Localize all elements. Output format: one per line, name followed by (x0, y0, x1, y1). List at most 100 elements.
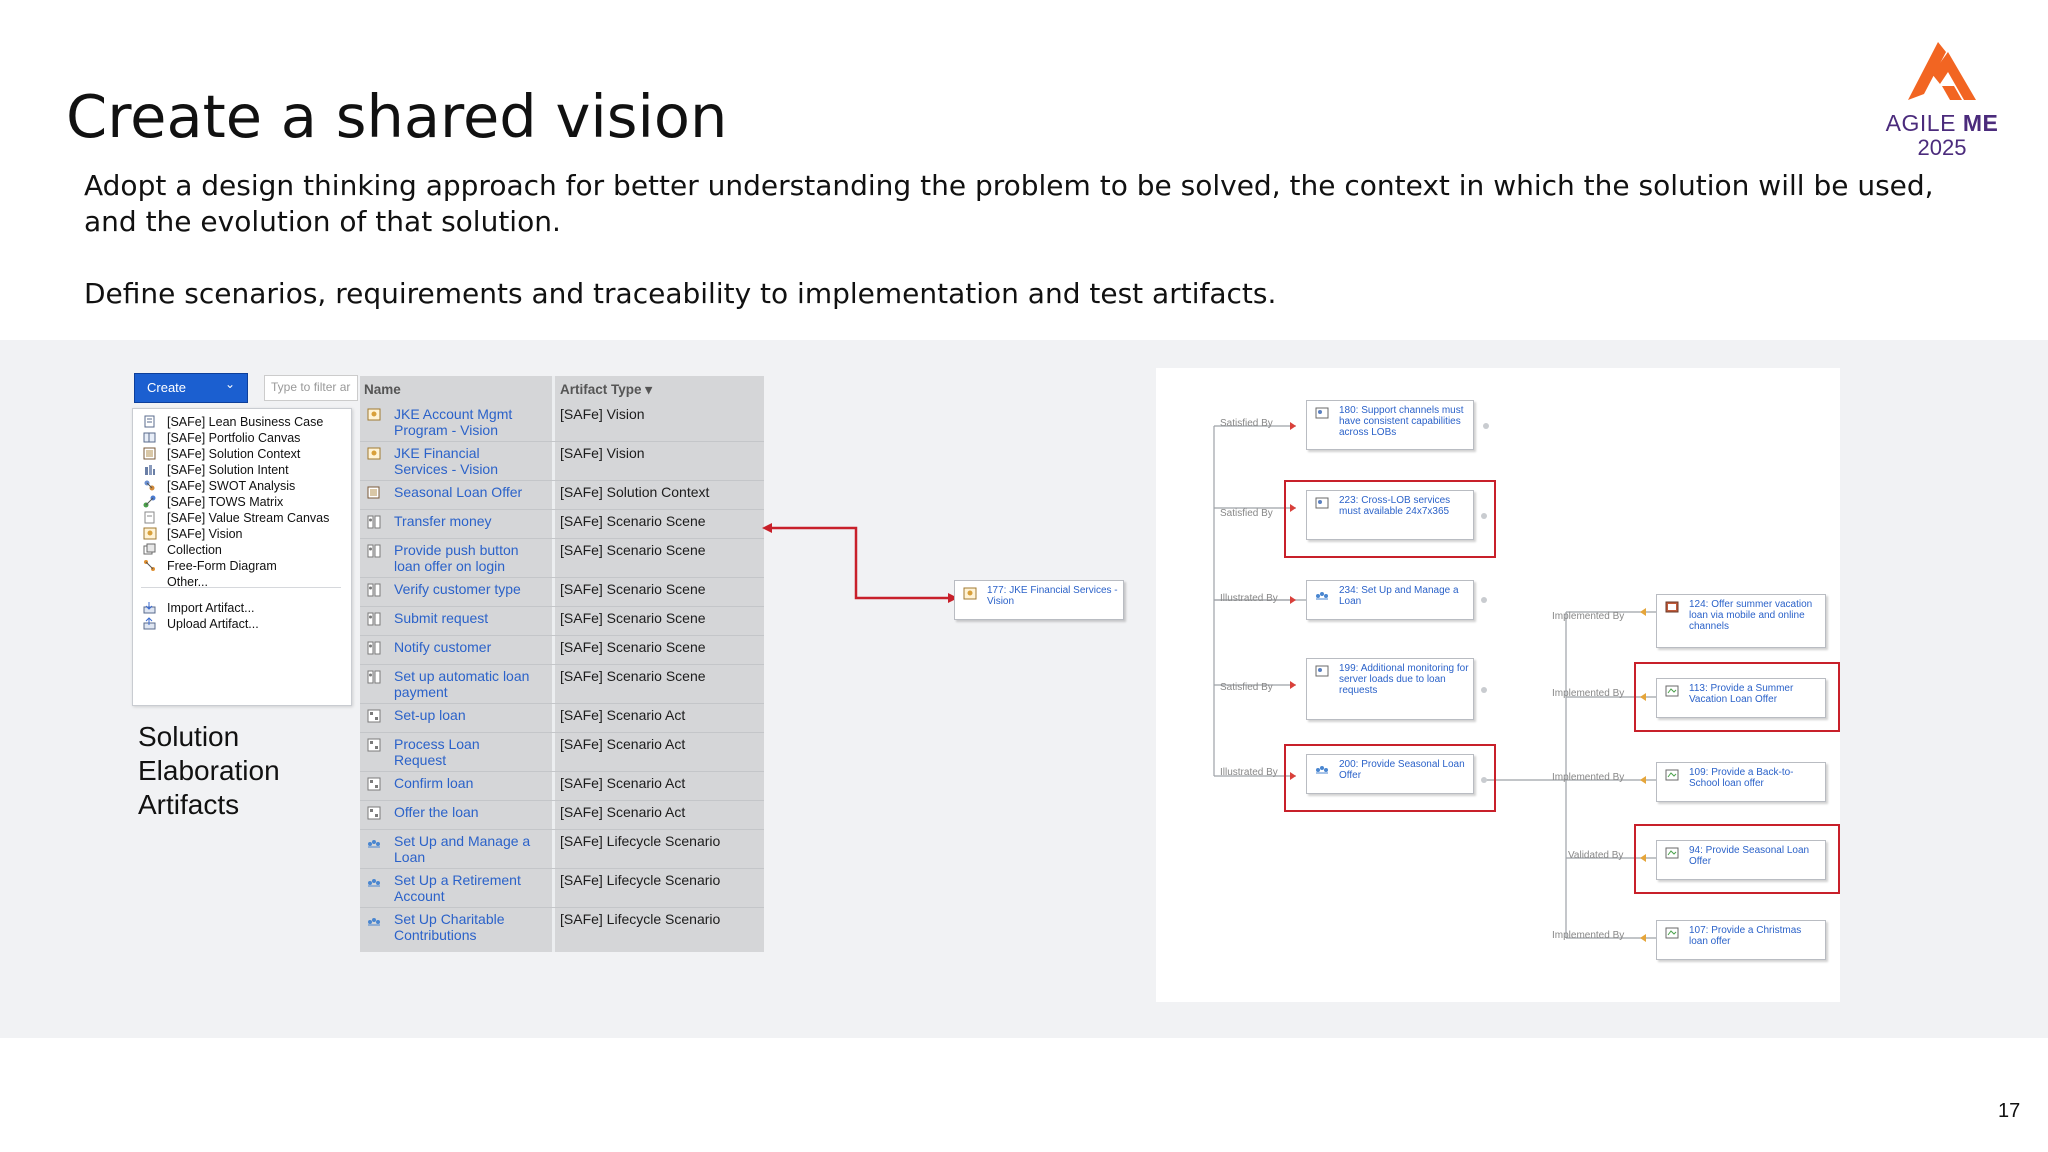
row-divider (360, 907, 764, 908)
agile-me-mark-icon (1908, 42, 1976, 100)
artifact-name-link[interactable]: Seasonal Loan Offer (360, 484, 550, 500)
relationship-label: Implemented By (1552, 772, 1625, 783)
menu-item-safe-portfolio-canvas[interactable]: [SAFe] Portfolio Canvas (133, 428, 351, 448)
menu-item-safe-tows-matrix[interactable]: [SAFe] TOWS Matrix (133, 492, 351, 512)
vision-icon (143, 527, 157, 540)
lifecycle-icon (367, 873, 382, 887)
scene-icon (367, 669, 382, 684)
menu-item-upload-artifact[interactable]: Upload Artifact... (133, 614, 351, 634)
value-stream-icon (143, 511, 156, 524)
relationship-label: Validated By (1568, 850, 1624, 861)
act-icon (367, 805, 382, 820)
artifact-name-line: Set Up Charitable (394, 911, 505, 927)
create-dropdown-menu: [SAFe] Lean Business Case[SAFe] Portfoli… (132, 408, 352, 706)
diagram-node-level2[interactable]: 94: Provide Seasonal Loan Offer (1656, 840, 1826, 880)
node-text: 94: Provide Seasonal Loan Offer (1689, 845, 1810, 867)
scene-icon (367, 582, 382, 597)
artifact-name-line: Services - Vision (394, 461, 499, 477)
diagram-node-level1[interactable]: 199: Additional monitoring for server lo… (1306, 658, 1474, 720)
requirement-icon (1315, 407, 1329, 419)
label-line-2: Elaboration (138, 755, 280, 786)
menu-item-label: [SAFe] Solution Context (167, 447, 301, 461)
artifact-name-line: Request (394, 752, 447, 768)
vision-icon (963, 587, 977, 600)
menu-item-label: Collection (167, 543, 222, 557)
diagram-node-root[interactable]: 177: JKE Financial Services - Vision (954, 580, 1124, 620)
create-button-label: Create (147, 380, 187, 395)
artifact-name-link[interactable]: Offer the loan (360, 804, 550, 820)
node-text: 124: Offer summer vacation loan via mobi… (1689, 599, 1813, 632)
row-divider (360, 664, 764, 665)
node-text: 180: Support channels must have consiste… (1339, 405, 1464, 438)
node-text: 177: JKE Financial Services - Vision (987, 585, 1118, 607)
story-icon (1665, 769, 1679, 781)
artifact-name-link[interactable]: Notify customer (360, 639, 550, 655)
menu-item-collection[interactable]: Collection (133, 540, 351, 560)
agile-me-logo: AGILE ME 2025 (1880, 34, 2004, 170)
menu-item-import-artifact[interactable]: Import Artifact... (133, 598, 351, 618)
artifact-type-cell: [SAFe] Scenario Scene (560, 639, 706, 655)
diagram-node-level1[interactable]: 180: Support channels must have consiste… (1306, 400, 1474, 450)
menu-item-safe-solution-context[interactable]: [SAFe] Solution Context (133, 444, 351, 464)
menu-item-label: [SAFe] SWOT Analysis (167, 479, 296, 493)
column-header-artifact-type[interactable]: Artifact Type ▾ (560, 382, 653, 397)
node-text: 113: Provide a Summer Vacation Loan Offe… (1689, 683, 1794, 705)
act-icon (367, 708, 382, 723)
artifact-name-link[interactable]: Set-up loan (360, 707, 550, 723)
act-icon (367, 737, 382, 752)
menu-item-label: [SAFe] Value Stream Canvas (167, 511, 330, 525)
menu-item-label: [SAFe] TOWS Matrix (167, 495, 284, 509)
artifact-type-cell: [SAFe] Scenario Scene (560, 581, 706, 597)
menu-item-safe-solution-intent[interactable]: [SAFe] Solution Intent (133, 460, 351, 480)
artifact-type-cell: [SAFe] Solution Context (560, 484, 710, 500)
artifact-name-line: Process Loan (394, 736, 480, 752)
intro-text: Adopt a design thinking approach for bet… (84, 168, 1984, 348)
canvas-icon (143, 431, 156, 444)
artifact-name-link[interactable]: Verify customer type (360, 581, 550, 597)
row-divider (360, 509, 764, 510)
diagram-node-level2[interactable]: 113: Provide a Summer Vacation Loan Offe… (1656, 678, 1826, 718)
menu-item-safe-value-stream-canvas[interactable]: [SAFe] Value Stream Canvas (133, 508, 351, 528)
label-line-1: Solution (138, 721, 240, 752)
artifact-name-line: Set up automatic loan (394, 668, 530, 684)
diagram-node-level1[interactable]: 200: Provide Seasonal Loan Offer (1306, 754, 1474, 794)
artifact-type-cell: [SAFe] Scenario Act (560, 707, 686, 723)
row-divider (360, 606, 764, 607)
menu-item-safe-lean-business-case[interactable]: [SAFe] Lean Business Case (133, 412, 351, 432)
artifact-type-cell: [SAFe] Vision (560, 406, 645, 422)
diagram-node-level1[interactable]: 234: Set Up and Manage a Loan (1306, 580, 1474, 620)
menu-item-free-form-diagram[interactable]: Free-Form Diagram (133, 556, 351, 576)
artifact-name-line: Set-up loan (394, 707, 466, 723)
artifact-name-link[interactable]: Confirm loan (360, 775, 550, 791)
artifact-name-line: Program - Vision (394, 422, 499, 438)
artifact-name-link[interactable]: Submit request (360, 610, 550, 626)
diagram-node-level1[interactable]: 223: Cross-LOB services must available 2… (1306, 490, 1474, 540)
artifact-type-cell: [SAFe] Scenario Act (560, 775, 686, 791)
filter-input[interactable]: Type to filter ar (264, 375, 358, 401)
diagram-node-level2[interactable]: 109: Provide a Back-to-School loan offer (1656, 762, 1826, 802)
scene-icon (367, 611, 382, 626)
column-header-name[interactable]: Name (364, 382, 401, 397)
artifact-name-line: JKE Account Mgmt (394, 406, 513, 422)
create-button[interactable]: Create ⌄ (134, 373, 248, 403)
menu-item-safe-vision[interactable]: [SAFe] Vision (133, 524, 351, 544)
tows-icon (143, 495, 156, 508)
diagram-node-level2[interactable]: 124: Offer summer vacation loan via mobi… (1656, 594, 1826, 648)
artifact-name-link[interactable]: Transfer money (360, 513, 550, 529)
artifact-type-cell: [SAFe] Scenario Act (560, 736, 686, 752)
menu-item-other[interactable]: Other... (133, 572, 351, 592)
diagram-node-level2[interactable]: 107: Provide a Christmas loan offer (1656, 920, 1826, 960)
highlight-box (1634, 824, 1840, 894)
highlight-box (1284, 480, 1496, 558)
menu-item-safe-swot-analysis[interactable]: [SAFe] SWOT Analysis (133, 476, 351, 496)
import-icon (143, 601, 156, 614)
collection-icon (143, 543, 156, 556)
